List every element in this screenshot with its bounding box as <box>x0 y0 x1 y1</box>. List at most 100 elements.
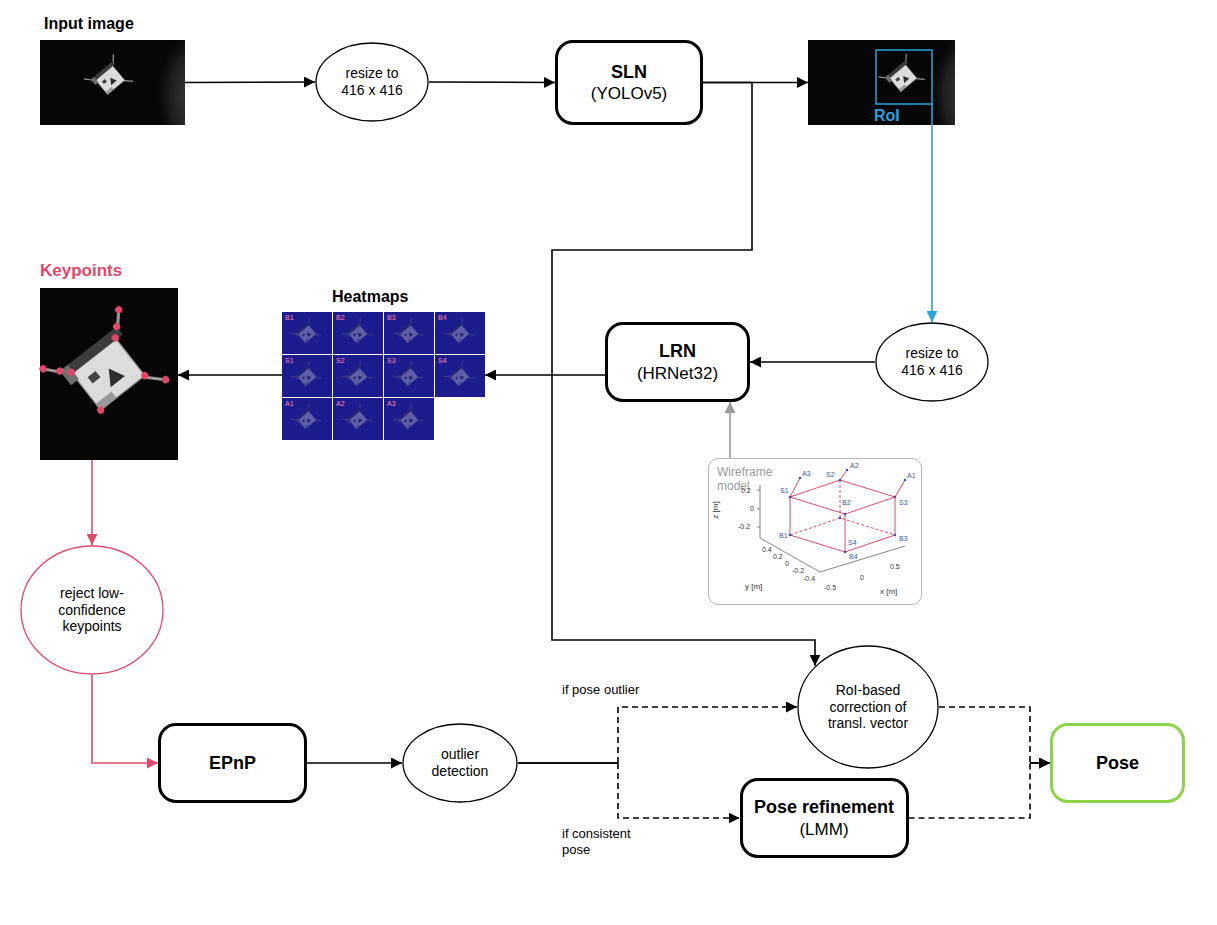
tick-label: -0.5 <box>824 584 836 591</box>
connector <box>307 763 402 764</box>
connector <box>552 83 815 666</box>
connector-line <box>518 762 618 764</box>
connector-line <box>485 374 605 376</box>
connector <box>518 763 740 818</box>
process-ellipse: resize to 416 x 416 <box>875 322 989 402</box>
connector-line <box>750 361 875 363</box>
node-label: (YOLOv5) <box>591 83 668 104</box>
connector-line <box>939 707 1030 763</box>
network-box: LRN(HRNet32) <box>605 322 750 402</box>
node-label: resize to 416 x 416 <box>892 345 972 379</box>
input-photo-part <box>40 40 185 125</box>
node-label: reject low-confidence keypoints <box>42 585 142 635</box>
node-label: Pose <box>1096 752 1139 775</box>
keypoints-photo <box>38 288 178 460</box>
keypoint-label: S1 <box>780 487 789 494</box>
tick-label: 0 <box>785 560 789 567</box>
wireframe-plot-part <box>790 470 905 552</box>
process-box: Pose refinement(LMM) <box>740 778 909 858</box>
heatmap-label: S3 <box>387 357 396 364</box>
heatmap-label: A1 <box>285 400 294 407</box>
keypoint-label: B2 <box>842 499 851 506</box>
wireframe-plot-part-part <box>840 470 847 480</box>
wireframe-plot-part-part <box>790 497 791 535</box>
keypoint-label: A3 <box>802 470 811 477</box>
heatmap-label: S2 <box>336 357 345 364</box>
wireframe-plot-part-part <box>760 538 820 572</box>
keypoints-photo-part-part-part <box>66 367 76 377</box>
process-ellipse: RoI-based correction of transl. vector <box>797 645 939 769</box>
roi-photo-part <box>931 104 933 125</box>
connector <box>730 402 731 458</box>
keypoint-label: B4 <box>849 553 858 560</box>
tick-label: 0.5 <box>890 563 900 570</box>
axis-label: x [m] <box>880 588 897 596</box>
ellipse-outline <box>316 43 428 121</box>
keypoints-image: Keypoints <box>40 288 178 460</box>
connector-line <box>703 82 808 84</box>
image-heading: Input image <box>44 15 134 33</box>
connector-line <box>618 707 797 763</box>
wireframe-plot-part-part <box>844 513 847 516</box>
keypoints-photo-part-part-part <box>55 366 65 376</box>
heatmap-tiles-part-part <box>291 361 323 393</box>
input-photo <box>40 25 255 165</box>
heatmap-tiles-part <box>384 312 434 354</box>
connector-line <box>1030 762 1050 764</box>
connector-line <box>518 762 618 764</box>
keypoint-label: A1 <box>907 472 916 479</box>
wireframe-plot-part-part <box>846 469 849 472</box>
tick-label: 0.4 <box>762 546 772 553</box>
heatmap-tiles-part-part <box>291 404 323 436</box>
node-label: EPnP <box>209 752 256 775</box>
connector-line <box>931 125 933 322</box>
node-label: (LMM) <box>799 819 848 840</box>
node-label: RoI-based correction of transl. vector <box>820 682 916 732</box>
keypoints-photo-part-part <box>43 310 170 435</box>
connector <box>429 82 555 84</box>
wireframe-plot-part-part <box>757 509 760 510</box>
keypoints-photo-part-part-part <box>96 405 106 415</box>
input-image: Input image <box>40 40 185 125</box>
heatmap-label: S1 <box>285 357 294 364</box>
tick-label: 0.2 <box>741 487 751 494</box>
keypoints-photo-part-part-part <box>140 371 150 381</box>
tick-label: -0.2 <box>738 523 750 530</box>
heatmap-tiles-part <box>333 398 383 440</box>
connector <box>932 125 933 322</box>
process-box: EPnP <box>158 723 307 803</box>
heatmap-tiles-part-part <box>342 404 374 436</box>
edge-label: if pose outlier <box>562 682 639 698</box>
wireframe-plot-part-part <box>790 535 895 552</box>
keypoint-label: S2 <box>826 471 835 478</box>
wireframe-plot-part-part-part <box>790 518 895 535</box>
image-heading: Keypoints <box>40 261 122 281</box>
keypoints-photo-part-part-part <box>161 375 171 385</box>
connector <box>750 362 875 363</box>
ellipse-outline <box>21 546 163 674</box>
wireframe-plot-part-part <box>845 514 846 552</box>
connector <box>518 707 797 763</box>
keypoint-label: B1 <box>779 532 788 539</box>
connector-line <box>1030 762 1050 764</box>
wireframe-plot-part-part <box>789 496 792 499</box>
tick-label: 0.2 <box>773 553 783 560</box>
wireframe-plot-part-part <box>844 551 847 554</box>
connector-line <box>429 81 555 83</box>
connector-line <box>909 763 1031 818</box>
edge-label: if consistent pose <box>562 826 652 857</box>
process-ellipse: reject low-confidence keypoints <box>20 545 164 675</box>
heatmap-tiles-part <box>384 398 434 440</box>
heatmap-tiles <box>282 312 485 440</box>
keypoint-label: S4 <box>848 539 857 546</box>
tick-label: 0 <box>750 505 754 512</box>
node-label: (HRNet32) <box>637 363 718 384</box>
wireframe-plot-part-part <box>894 496 897 499</box>
heatmap-label: B3 <box>387 314 396 321</box>
heatmap-tiles-part-part <box>291 318 323 350</box>
heatmap-tiles-part <box>435 312 485 354</box>
keypoint-label: B3 <box>899 535 908 542</box>
heatmap-tiles-part <box>384 355 434 397</box>
wireframe-plot-part-part <box>799 477 802 480</box>
roi-photo-part <box>879 54 927 101</box>
